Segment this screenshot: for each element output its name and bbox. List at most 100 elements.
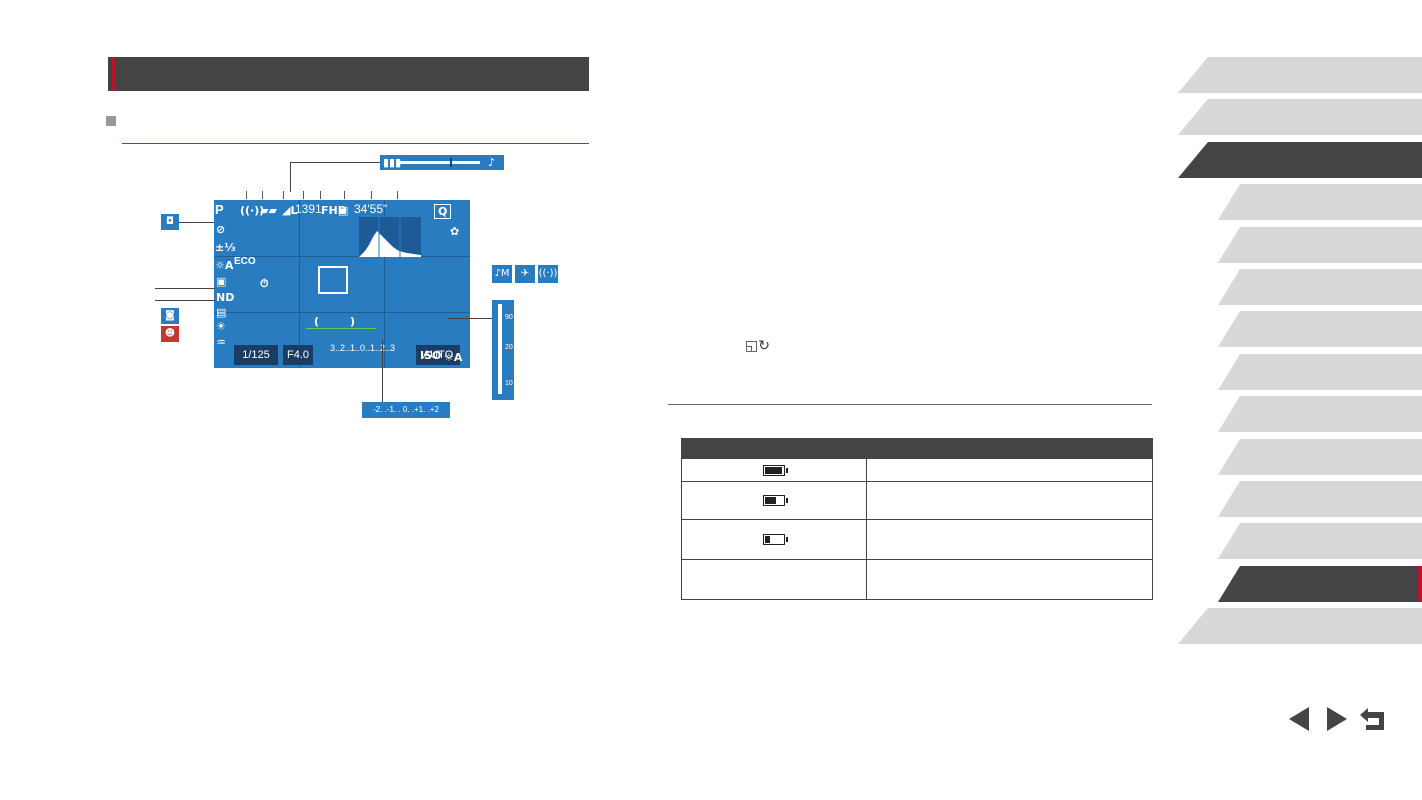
sidebar-tab-8[interactable] xyxy=(1218,354,1422,390)
callout-tick xyxy=(371,191,372,199)
scene-icon: ◘ xyxy=(161,214,179,230)
battery-low-icon xyxy=(763,534,788,546)
callout-line xyxy=(155,300,215,301)
stabilizer-icon: ((·)) xyxy=(240,204,265,217)
zoom-strip: 90 20 10 xyxy=(492,300,514,400)
sidebar-tab-9[interactable] xyxy=(1218,396,1422,432)
callout-tick xyxy=(303,191,304,199)
section-header-accent xyxy=(112,57,115,91)
zoom-strip-track xyxy=(498,304,502,394)
grid-line xyxy=(384,200,385,368)
self-timer-icon: ⏱ xyxy=(260,277,269,290)
grid-line xyxy=(214,312,470,313)
histogram xyxy=(359,217,421,257)
airplane-icon: ✈ xyxy=(515,265,535,283)
active-tab-marker xyxy=(1418,566,1422,602)
iso-icon: ISO xyxy=(420,349,442,362)
sidebar-tab-2[interactable] xyxy=(1178,99,1422,135)
af-lock-icon: ☼A xyxy=(444,351,463,364)
sidebar-tab-14[interactable] xyxy=(1178,608,1422,644)
histogram-graph xyxy=(359,217,421,257)
previous-page-icon xyxy=(1289,707,1309,731)
callout-line xyxy=(290,162,380,163)
sidebar-tab-1[interactable] xyxy=(1178,57,1422,93)
grid-line xyxy=(299,200,300,368)
shutter-speed-box: 1/125 xyxy=(234,345,278,365)
battery-level-cell xyxy=(681,458,867,482)
previous-page-button[interactable] xyxy=(1284,705,1314,733)
sidebar-tab-12[interactable] xyxy=(1218,523,1422,559)
grid-line xyxy=(214,256,470,257)
return-button[interactable] xyxy=(1357,705,1387,733)
sidebar-tab-10[interactable] xyxy=(1218,439,1422,475)
zoom-bar: ▮▮▮ ♪ xyxy=(380,155,504,170)
callout-tick xyxy=(283,191,284,199)
dial-icon: ◙ xyxy=(161,308,179,324)
white-balance-icon: ☀ xyxy=(216,320,226,333)
battery-table-header xyxy=(681,438,1153,459)
battery-icon: ▰▰ xyxy=(260,204,277,217)
exposure-scale: 3..2..1..0..1..2..3 xyxy=(330,343,396,353)
aperture-box: F4.0 xyxy=(283,345,313,365)
sidebar-tab-5[interactable] xyxy=(1218,227,1422,263)
wind-filter-icon: ♪M xyxy=(492,265,512,283)
callout-tick xyxy=(397,191,398,199)
battery-half-icon xyxy=(763,495,788,507)
camera-screen: ((·)) ▰▰ ◢L 1391 FHD ▣ 34'55" Q ✿ P ⊘ ±⅓… xyxy=(214,200,470,368)
movie-size-icon: ▣ xyxy=(338,204,349,217)
macro-icon: ✿ xyxy=(450,225,460,238)
zoom-scale-10: 10 xyxy=(505,380,513,387)
subheading-bullet xyxy=(106,116,116,126)
table-row xyxy=(681,481,1153,520)
callout-tick xyxy=(262,191,263,199)
mode-letter: P xyxy=(215,202,224,217)
image-size-icon: ◢L xyxy=(282,204,298,217)
battery-level-cell xyxy=(681,481,867,520)
eco-label: ECO xyxy=(234,256,256,267)
battery-desc-cell xyxy=(866,458,1153,482)
callout-line xyxy=(382,340,383,402)
sidebar-tab-4[interactable] xyxy=(1218,184,1422,220)
sidebar-tab-11[interactable] xyxy=(1218,481,1422,517)
sidebar-tab-3[interactable] xyxy=(1178,142,1422,178)
auto-lighting-icon: ☼A xyxy=(215,259,234,272)
battery-desc-cell xyxy=(866,519,1153,560)
level-line xyxy=(306,328,376,329)
exposure-bar: -2. .-1. . 0. .+1. .+2 xyxy=(362,402,450,418)
battery-desc-cell xyxy=(866,559,1153,600)
next-page-icon xyxy=(1327,707,1347,731)
frame-rotate-icon: ◱↻ xyxy=(745,338,770,354)
table-row xyxy=(681,519,1153,560)
zoom-scale-20: 20 xyxy=(505,344,513,351)
callout-line xyxy=(448,318,492,319)
callout-line xyxy=(179,222,214,223)
metering-icon: ▣ xyxy=(216,275,227,288)
movie-quality-icon: FHD xyxy=(321,204,347,217)
section-rule xyxy=(668,404,1152,405)
table-row xyxy=(681,559,1153,600)
next-page-button[interactable] xyxy=(1322,705,1352,733)
af-frame xyxy=(318,266,348,294)
callout-tick xyxy=(246,191,247,199)
header-cell-display xyxy=(681,438,867,459)
header-cell-details xyxy=(866,438,1153,459)
drive-mode-icon: ▤ xyxy=(216,306,227,319)
battery-desc-cell xyxy=(866,481,1153,520)
callout-tick xyxy=(320,191,321,199)
sidebar-tab-13[interactable] xyxy=(1218,566,1422,602)
battery-small-icon: ▮▮▮ xyxy=(383,156,402,169)
sidebar-tab-7[interactable] xyxy=(1218,311,1422,347)
exposure-comp-icon: ±⅓ xyxy=(215,241,236,254)
mic-level-icon: ♪ xyxy=(488,156,496,169)
callout-line xyxy=(155,288,215,289)
sidebar-tab-6[interactable] xyxy=(1218,269,1422,305)
iso-box: AUTO xyxy=(416,345,460,365)
table-row xyxy=(681,458,1153,482)
subheading-rule xyxy=(122,143,589,144)
battery-level-cell xyxy=(681,559,867,600)
battery-level-cell xyxy=(681,519,867,560)
electronic-level-left-icon: ( xyxy=(314,315,320,328)
stabilizer-mode-icon: ((·)) xyxy=(538,265,558,283)
electronic-level-right-icon: ) xyxy=(350,315,356,328)
return-icon xyxy=(1360,708,1384,730)
